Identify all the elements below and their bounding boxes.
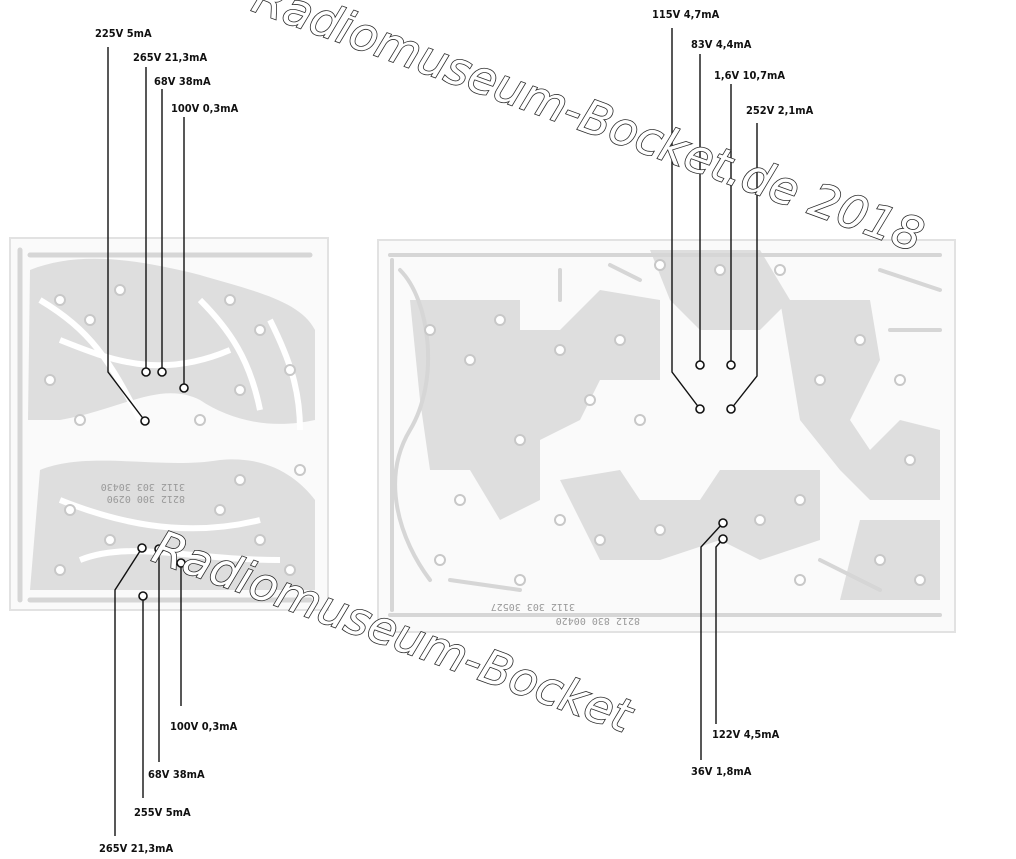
voltage-label: 100V 0,3mA <box>171 102 239 115</box>
left-pcb-board: 8212 300 0290 3112 303 30430 <box>9 237 329 611</box>
test-point <box>176 558 186 568</box>
test-point <box>695 404 705 414</box>
test-point <box>141 367 151 377</box>
right-board-code-1: 8212 830 00420 <box>556 615 640 626</box>
voltage-label: 115V 4,7mA <box>652 8 720 21</box>
test-point <box>718 534 728 544</box>
test-points <box>137 360 736 601</box>
test-point <box>726 404 736 414</box>
voltage-label: 100V 0,3mA <box>170 720 238 733</box>
test-point <box>140 416 150 426</box>
voltage-label: 83V 4,4mA <box>691 38 752 51</box>
left-board-code-1: 8212 300 0290 <box>107 493 185 504</box>
test-point <box>695 360 705 370</box>
test-point <box>154 544 164 554</box>
voltage-label: 265V 21,3mA <box>99 842 173 855</box>
left-board-code-2: 3112 303 30430 <box>101 481 185 492</box>
test-point <box>718 518 728 528</box>
voltage-label: 255V 5mA <box>134 806 191 819</box>
test-point <box>137 543 147 553</box>
voltage-label: 36V 1,8mA <box>691 765 752 778</box>
test-point <box>157 367 167 377</box>
test-point <box>726 360 736 370</box>
voltage-label: 252V 2,1mA <box>746 104 814 117</box>
voltage-label: 225V 5mA <box>95 27 152 40</box>
test-point <box>138 591 148 601</box>
voltage-label: 122V 4,5mA <box>712 728 780 741</box>
test-point <box>179 383 189 393</box>
voltage-label: 1,6V 10,7mA <box>714 69 785 82</box>
voltage-label: 68V 38mA <box>148 768 205 781</box>
watermark-top: Radiomuseum-Bocket.de 2018 <box>246 0 931 263</box>
right-board-code-2: 3112 303 30527 <box>491 601 575 612</box>
voltage-label: 265V 21,3mA <box>133 51 207 64</box>
voltage-label: 68V 38mA <box>154 75 211 88</box>
right-pcb-board: 8212 830 00420 3112 303 30527 <box>377 239 956 633</box>
measurement-labels: 225V 5mA 265V 21,3mA 68V 38mA 100V 0,3mA… <box>95 8 814 855</box>
